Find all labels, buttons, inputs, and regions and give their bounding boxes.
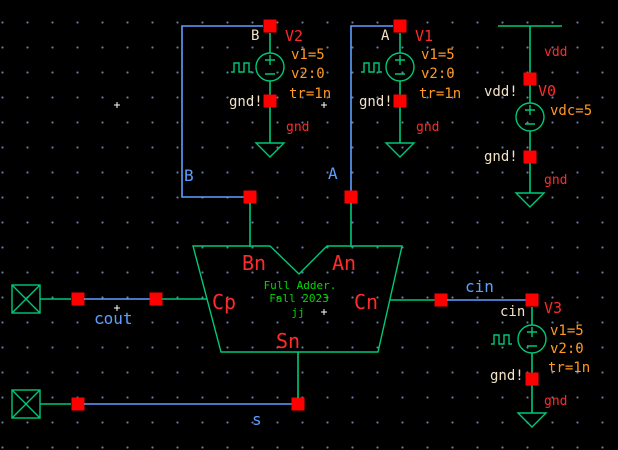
net-s-group: s: [11, 352, 305, 429]
v3-param-v1[interactable]: v1=5: [550, 323, 584, 339]
v2-gnd-net-label[interactable]: gnd: [286, 120, 309, 135]
cin-junction-square[interactable]: [525, 293, 539, 307]
wire-net-b[interactable]: [181, 25, 263, 198]
an-junction-square[interactable]: [344, 190, 358, 204]
net-label-b[interactable]: B: [184, 166, 194, 185]
v0-param-vdc[interactable]: vdc=5: [550, 103, 592, 119]
v1-gnd-pin-label[interactable]: gnd!: [359, 94, 393, 110]
v2-param-tr[interactable]: tr=1n: [289, 86, 331, 102]
v2-param-v1[interactable]: v1=5: [291, 47, 325, 63]
vdd-net-label[interactable]: vdd: [544, 45, 567, 60]
origin-marker-cross: [114, 102, 120, 108]
v3-instance-name[interactable]: V3: [544, 299, 562, 317]
v1-minus-pin-square[interactable]: [393, 94, 407, 108]
vdd-supply-group: vdd vdd! V0 vdc=5 gnd! gnd: [484, 25, 592, 208]
v0-gnd-pin-label[interactable]: gnd!: [484, 149, 518, 165]
vsource-v1-symbol[interactable]: [361, 33, 416, 158]
full-adder-instance[interactable]: Bn An Cp Cn Sn Full Adder. Fall 2023 jj: [192, 245, 403, 353]
v2-param-v2[interactable]: v2:0: [291, 66, 325, 82]
v2-net-pin-label[interactable]: B: [251, 28, 259, 44]
v3-param-tr[interactable]: tr=1n: [548, 360, 590, 376]
vsource-v2-symbol[interactable]: [231, 33, 286, 158]
adder-label-line2: Fall 2023: [269, 292, 329, 305]
net-cin-group: cin cin V3 v1=5 v2:0 tr=1n gnd! gnd: [390, 277, 590, 428]
v1-instance-name[interactable]: V1: [415, 27, 433, 45]
v1-net-pin-label[interactable]: A: [381, 28, 390, 44]
net-label-s[interactable]: s: [252, 410, 262, 429]
v1-param-tr[interactable]: tr=1n: [419, 86, 461, 102]
v3-net-pin-label[interactable]: cin: [500, 304, 525, 320]
v0-instance-name[interactable]: V0: [538, 82, 556, 100]
v0-minus-pin-square[interactable]: [523, 150, 537, 164]
s-junction-square[interactable]: [291, 397, 305, 411]
adder-label-line3: jj: [291, 306, 304, 319]
adder-pin-bn: Bn: [242, 251, 266, 275]
v1-plus-pin-square[interactable]: [393, 19, 407, 33]
v3-gnd-net-label[interactable]: gnd: [544, 394, 567, 409]
net-cout-group: cout: [11, 284, 207, 328]
net-label-cout[interactable]: cout: [94, 309, 133, 328]
cout-pin-square-left[interactable]: [71, 292, 85, 306]
v1-pulse-icon: [361, 62, 382, 73]
v2-ground-icon: [254, 142, 286, 158]
v3-ground-icon: [516, 412, 548, 428]
vsource-v0-symbol[interactable]: [514, 85, 546, 208]
v2-plus-pin-square[interactable]: [263, 19, 277, 33]
s-pin-box-x: [11, 389, 41, 419]
net-label-a[interactable]: A: [328, 164, 338, 183]
v0-gnd-net-label[interactable]: gnd: [544, 173, 567, 188]
schematic-pin-s[interactable]: [11, 389, 41, 419]
cin-pin-square-left[interactable]: [434, 293, 448, 307]
v2-pulse-icon: [231, 62, 252, 73]
v2-plus-minus: [265, 55, 275, 75]
net-b-group: B B V2 v1=5 v2:0 tr=1n gnd! gnd: [181, 19, 331, 247]
v0-plus-pin-square[interactable]: [523, 72, 537, 86]
v1-gnd-net-label[interactable]: gnd: [416, 120, 439, 135]
net-label-cin[interactable]: cin: [465, 277, 494, 296]
adder-pin-sn: Sn: [276, 329, 300, 353]
v1-param-v2[interactable]: v2:0: [421, 66, 455, 82]
v3-param-v2[interactable]: v2:0: [550, 341, 584, 357]
full-adder-outline: [192, 245, 403, 353]
origin-marker-cross: [321, 102, 327, 108]
adder-label-line1: Full Adder.: [264, 279, 337, 292]
net-a-group: A A V1 v1=5 v2:0 tr=1n gnd! gnd: [328, 19, 461, 247]
wire-net-a[interactable]: [350, 25, 393, 197]
v2-minus-pin-square[interactable]: [263, 94, 277, 108]
v0-ground-icon: [514, 192, 546, 208]
origin-marker-cross: [114, 305, 120, 311]
cout-pin-box-x: [11, 284, 41, 314]
bn-junction-square[interactable]: [243, 190, 257, 204]
adder-pin-cp: Cp: [212, 290, 236, 314]
v3-plus-minus: [527, 327, 537, 347]
v3-pulse-icon: [491, 334, 512, 345]
v1-ground-icon: [384, 142, 416, 158]
v2-instance-name[interactable]: V2: [285, 27, 303, 45]
adder-pin-an: An: [332, 251, 356, 275]
schematic-pin-cout[interactable]: [11, 284, 41, 314]
cursor-crosshair: [321, 309, 327, 315]
v1-param-v1[interactable]: v1=5: [421, 47, 455, 63]
s-pin-square-left[interactable]: [71, 397, 85, 411]
adder-pin-cn: Cn: [354, 290, 378, 314]
v0-plus-minus: [525, 105, 535, 125]
cout-pin-square-right[interactable]: [149, 292, 163, 306]
v3-minus-pin-square[interactable]: [525, 372, 539, 386]
v1-plus-minus: [395, 55, 405, 75]
v2-gnd-pin-label[interactable]: gnd!: [229, 94, 263, 110]
vsource-v3-symbol[interactable]: [491, 307, 548, 428]
v3-gnd-pin-label[interactable]: gnd!: [490, 368, 524, 384]
v0-supply-pin-label[interactable]: vdd!: [484, 84, 518, 100]
